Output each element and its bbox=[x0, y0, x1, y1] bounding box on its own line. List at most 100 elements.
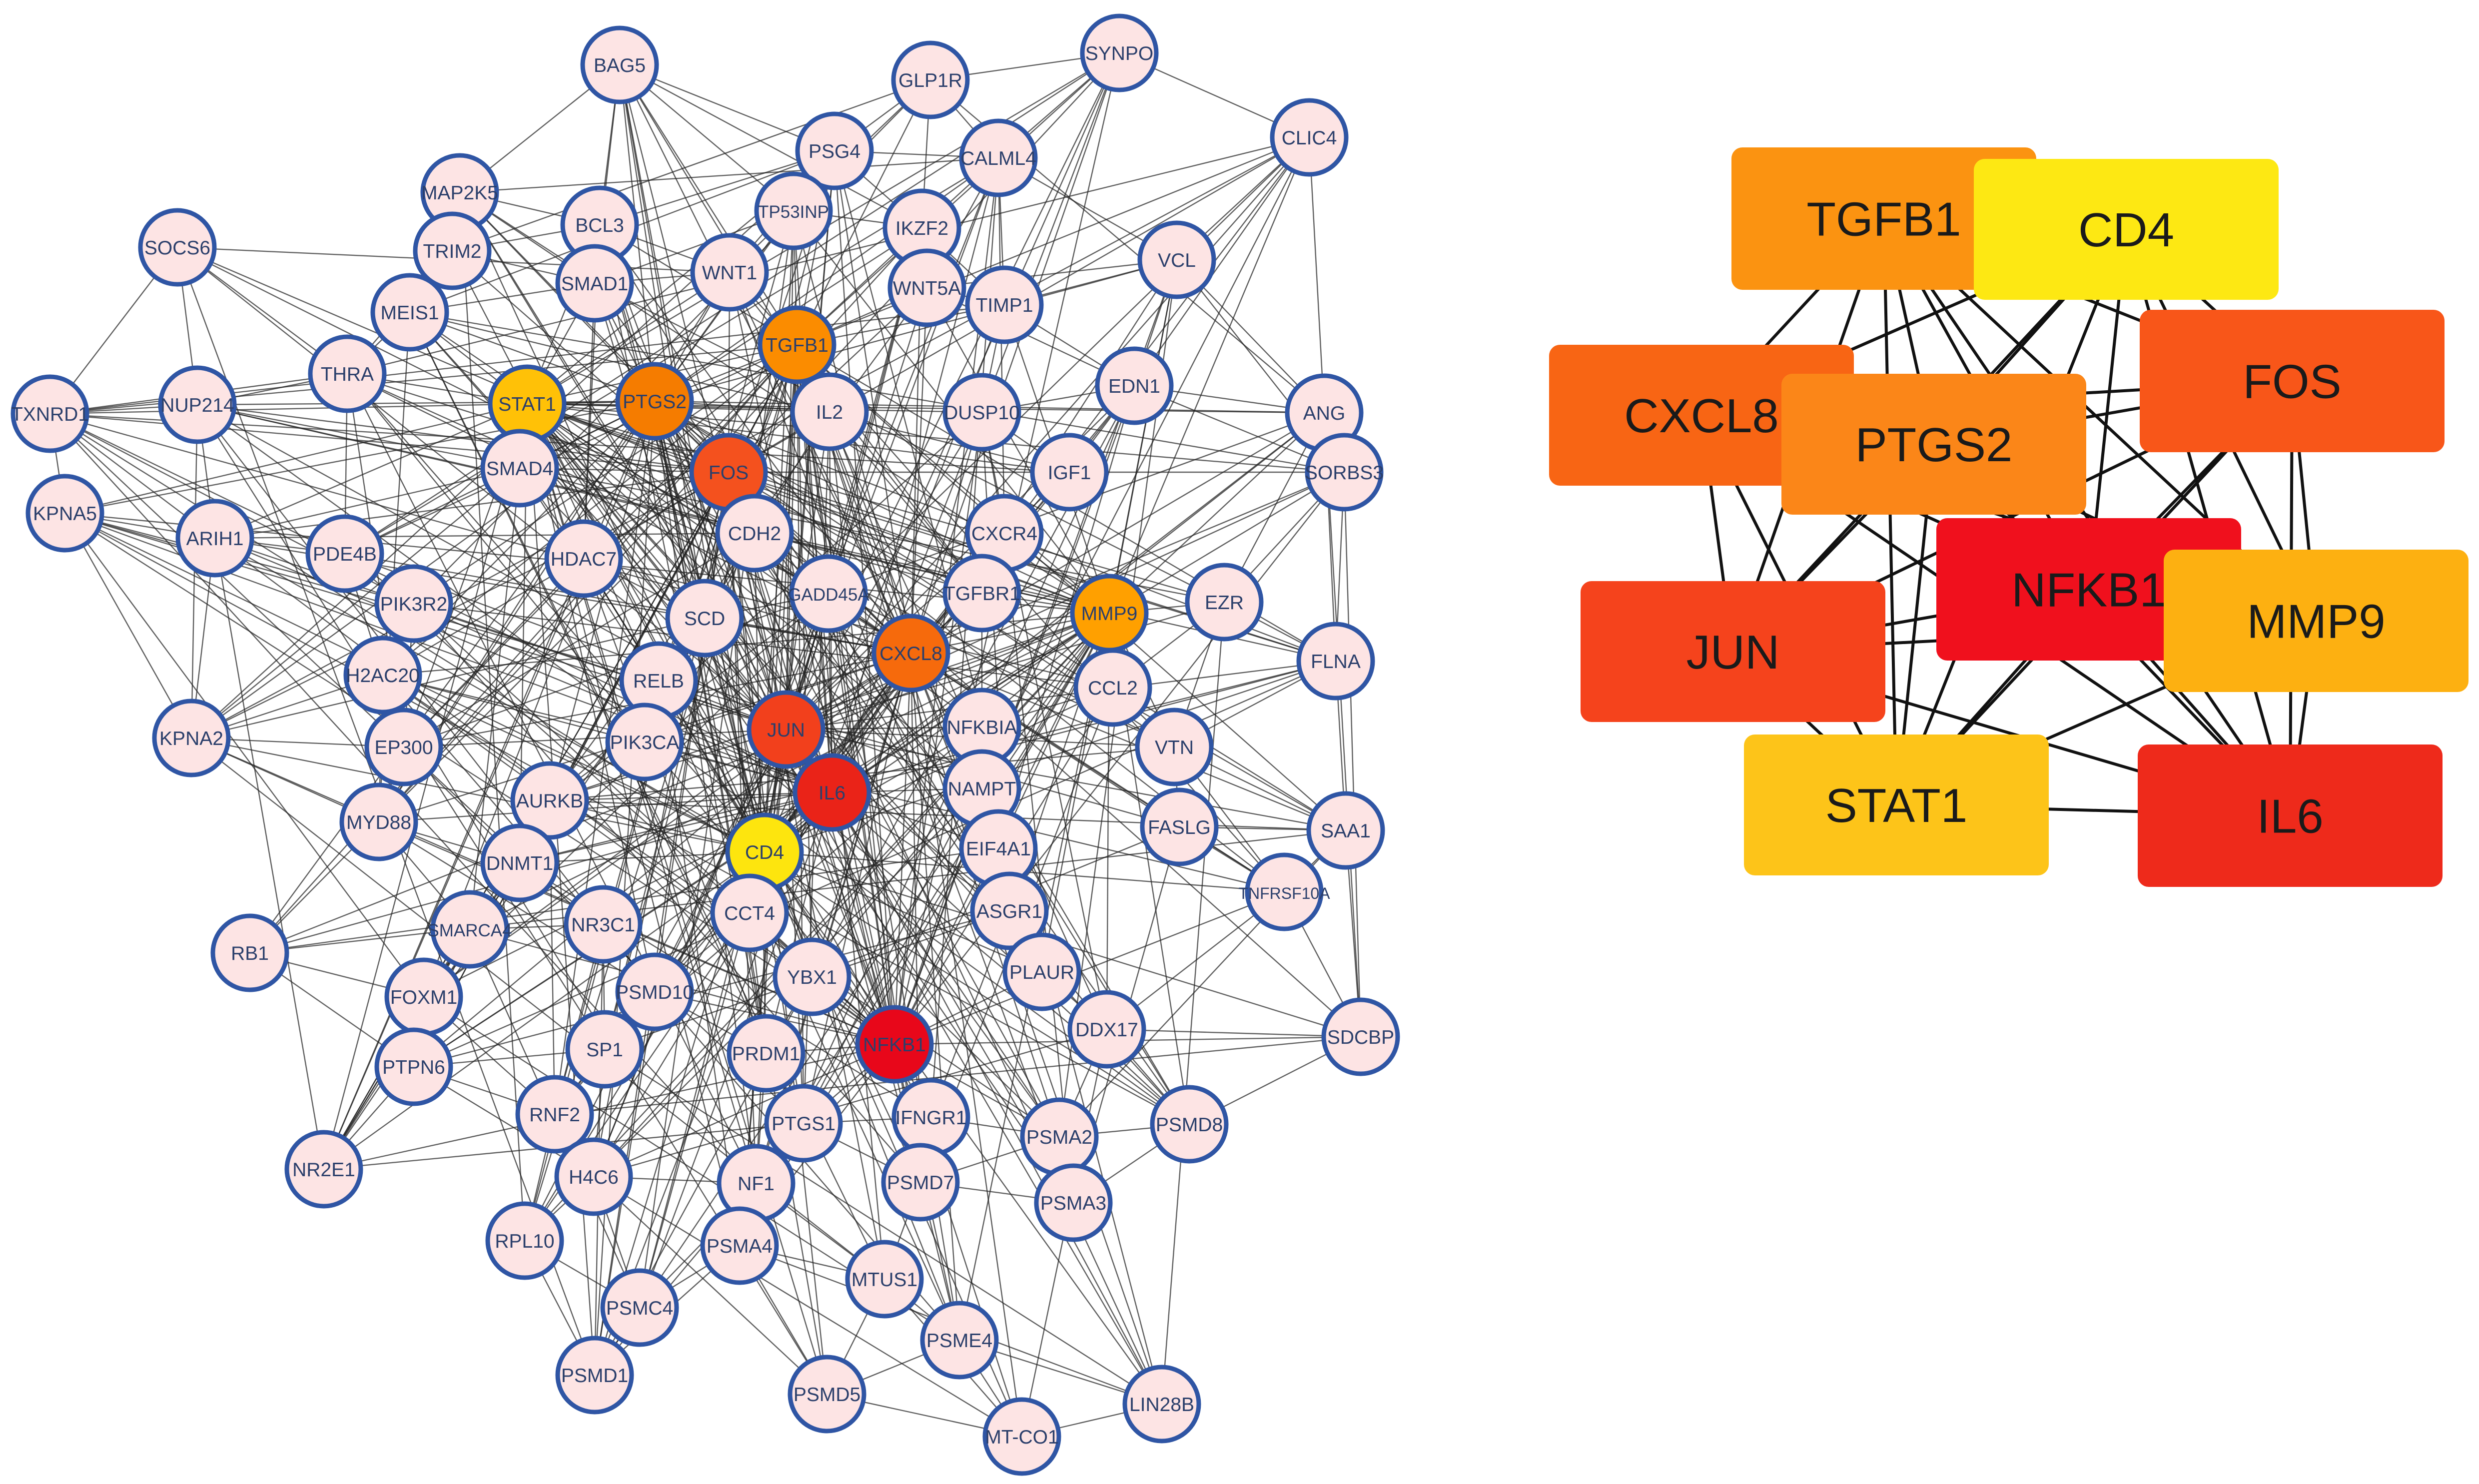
gene-node-circle[interactable] bbox=[555, 244, 634, 323]
gene-node-eif4a1[interactable]: EIF4A1 bbox=[959, 809, 1038, 888]
hub-box-rect[interactable] bbox=[1744, 735, 2049, 875]
gene-node-nampt[interactable]: NAMPT bbox=[942, 749, 1021, 828]
gene-node-sorbs3[interactable]: SORBS3 bbox=[1305, 433, 1384, 512]
gene-node-circle[interactable] bbox=[982, 1397, 1061, 1476]
gene-node-circle[interactable] bbox=[554, 1137, 633, 1216]
gene-node-asgr1[interactable]: ASGR1 bbox=[970, 871, 1049, 950]
gene-node-circle[interactable] bbox=[793, 753, 871, 832]
gene-node-psmd8[interactable]: PSMD8 bbox=[1150, 1085, 1229, 1164]
gene-node-circle[interactable] bbox=[665, 579, 744, 658]
gene-node-circle[interactable] bbox=[413, 211, 492, 290]
gene-node-psmd1[interactable]: PSMD1 bbox=[555, 1336, 634, 1415]
gene-node-synpo[interactable]: SYNPO bbox=[1080, 13, 1159, 92]
gene-node-circle[interactable] bbox=[152, 699, 231, 777]
gene-node-circle[interactable] bbox=[881, 1143, 960, 1222]
gene-node-circle[interactable] bbox=[210, 913, 289, 992]
gene-node-wnt1[interactable]: WNT1 bbox=[690, 233, 769, 312]
gene-node-tgfbr1[interactable]: TGFBR1 bbox=[942, 554, 1021, 633]
gene-node-circle[interactable] bbox=[1305, 433, 1384, 512]
gene-node-circle[interactable] bbox=[970, 871, 1049, 950]
gene-node-circle[interactable] bbox=[1135, 708, 1214, 786]
hub-box-stat1[interactable]: STAT1 bbox=[1744, 735, 2049, 875]
gene-node-circle[interactable] bbox=[10, 374, 89, 453]
gene-node-psmd7[interactable]: PSMD7 bbox=[881, 1143, 960, 1222]
hub-box-rect[interactable] bbox=[1581, 581, 1885, 722]
gene-node-foxm1[interactable]: FOXM1 bbox=[384, 957, 463, 1036]
gene-node-circle[interactable] bbox=[855, 1005, 934, 1084]
gene-node-circle[interactable] bbox=[343, 636, 422, 715]
gene-node-rnf2[interactable]: RNF2 bbox=[515, 1075, 594, 1154]
gene-node-vtn[interactable]: VTN bbox=[1135, 708, 1214, 786]
gene-node-circle[interactable] bbox=[920, 1301, 999, 1380]
gene-node-circle[interactable] bbox=[1002, 932, 1081, 1011]
gene-node-il2[interactable]: IL2 bbox=[790, 372, 869, 451]
gene-node-circle[interactable] bbox=[1140, 787, 1219, 866]
gene-node-dusp10[interactable]: DUSP10 bbox=[942, 373, 1021, 452]
gene-node-mtus1[interactable]: MTUS1 bbox=[845, 1240, 924, 1319]
gene-node-ptgs1[interactable]: PTGS1 bbox=[764, 1084, 843, 1163]
gene-node-stat1[interactable]: STAT1 bbox=[488, 364, 567, 443]
gene-node-psmd10[interactable]: PSMD10 bbox=[615, 952, 694, 1031]
gene-node-ddx17[interactable]: DDX17 bbox=[1067, 990, 1146, 1069]
gene-node-txnrd1[interactable]: TXNRD1 bbox=[10, 374, 89, 453]
gene-node-kpna5[interactable]: KPNA5 bbox=[25, 474, 104, 553]
gene-node-circle[interactable] bbox=[773, 937, 851, 1016]
gene-node-circle[interactable] bbox=[1270, 98, 1349, 177]
gene-node-gadd45a[interactable]: GADD45A bbox=[788, 554, 869, 633]
gene-node-hdac7[interactable]: HDAC7 bbox=[544, 519, 623, 598]
gene-node-psme4[interactable]: PSME4 bbox=[920, 1301, 999, 1380]
gene-node-mmp9[interactable]: MMP9 bbox=[1070, 574, 1149, 653]
gene-node-fos[interactable]: FOS bbox=[689, 433, 768, 512]
gene-node-circle[interactable] bbox=[555, 1336, 634, 1415]
gene-node-ptgs2[interactable]: PTGS2 bbox=[615, 362, 694, 441]
gene-node-circle[interactable] bbox=[887, 248, 966, 327]
gene-node-arih1[interactable]: ARIH1 bbox=[175, 499, 254, 578]
gene-node-circle[interactable] bbox=[138, 208, 217, 287]
hub-box-cd4[interactable]: CD4 bbox=[1974, 159, 2279, 300]
gene-node-circle[interactable] bbox=[845, 1240, 924, 1319]
gene-node-circle[interactable] bbox=[1034, 1163, 1113, 1242]
gene-node-tp53inp[interactable]: TP53INP bbox=[754, 171, 833, 250]
gene-node-circle[interactable] bbox=[370, 273, 449, 352]
gene-node-sdcbp[interactable]: SDCBP bbox=[1321, 997, 1400, 1076]
gene-node-igf1[interactable]: IGF1 bbox=[1030, 433, 1109, 512]
gene-node-ezr[interactable]: EZR bbox=[1185, 563, 1264, 642]
gene-node-cdh2[interactable]: CDH2 bbox=[715, 494, 794, 573]
gene-node-nr3c1[interactable]: NR3C1 bbox=[564, 885, 643, 964]
gene-node-psmd5[interactable]: PSMD5 bbox=[788, 1355, 866, 1434]
gene-node-circle[interactable] bbox=[374, 1027, 453, 1106]
gene-node-circle[interactable] bbox=[485, 1201, 564, 1280]
gene-node-circle[interactable] bbox=[480, 823, 559, 902]
gene-node-circle[interactable] bbox=[565, 1010, 644, 1089]
gene-node-jun[interactable]: JUN bbox=[747, 690, 826, 769]
gene-node-circle[interactable] bbox=[339, 782, 418, 861]
gene-node-faslg[interactable]: FASLG bbox=[1140, 787, 1219, 866]
hub-box-jun[interactable]: JUN bbox=[1581, 581, 1885, 722]
gene-node-circle[interactable] bbox=[1296, 622, 1375, 701]
gene-node-circle[interactable] bbox=[605, 703, 684, 781]
gene-node-glp1r[interactable]: GLP1R bbox=[891, 40, 970, 119]
gene-node-calml4[interactable]: CALML4 bbox=[959, 118, 1038, 197]
gene-node-circle[interactable] bbox=[615, 952, 694, 1031]
gene-node-il6[interactable]: IL6 bbox=[793, 753, 871, 832]
gene-node-circle[interactable] bbox=[942, 554, 1021, 633]
gene-node-thra[interactable]: THRA bbox=[308, 334, 387, 413]
gene-node-circle[interactable] bbox=[715, 494, 794, 573]
gene-node-circle[interactable] bbox=[430, 890, 509, 969]
hub-box-rect[interactable] bbox=[2164, 550, 2469, 692]
gene-node-sp1[interactable]: SP1 bbox=[565, 1010, 644, 1089]
gene-node-h4c6[interactable]: H4C6 bbox=[554, 1137, 633, 1216]
gene-node-circle[interactable] bbox=[754, 171, 833, 250]
hub-box-il6[interactable]: IL6 bbox=[2138, 744, 2443, 887]
gene-node-tnfrsf10a[interactable]: TNFRSF10A bbox=[1238, 852, 1330, 931]
gene-node-tgfb1[interactable]: TGFB1 bbox=[758, 305, 836, 384]
gene-node-circle[interactable] bbox=[1067, 990, 1146, 1069]
gene-node-pde4b[interactable]: PDE4B bbox=[305, 514, 384, 593]
gene-node-pik3r2[interactable]: PIK3R2 bbox=[374, 564, 453, 643]
gene-node-circle[interactable] bbox=[510, 761, 589, 840]
gene-node-ccl2[interactable]: CCL2 bbox=[1073, 648, 1152, 727]
gene-node-cct4[interactable]: CCT4 bbox=[710, 873, 789, 952]
gene-node-ybx1[interactable]: YBX1 bbox=[773, 937, 851, 1016]
gene-node-circle[interactable] bbox=[871, 614, 950, 693]
gene-node-psg4[interactable]: PSG4 bbox=[795, 111, 874, 190]
